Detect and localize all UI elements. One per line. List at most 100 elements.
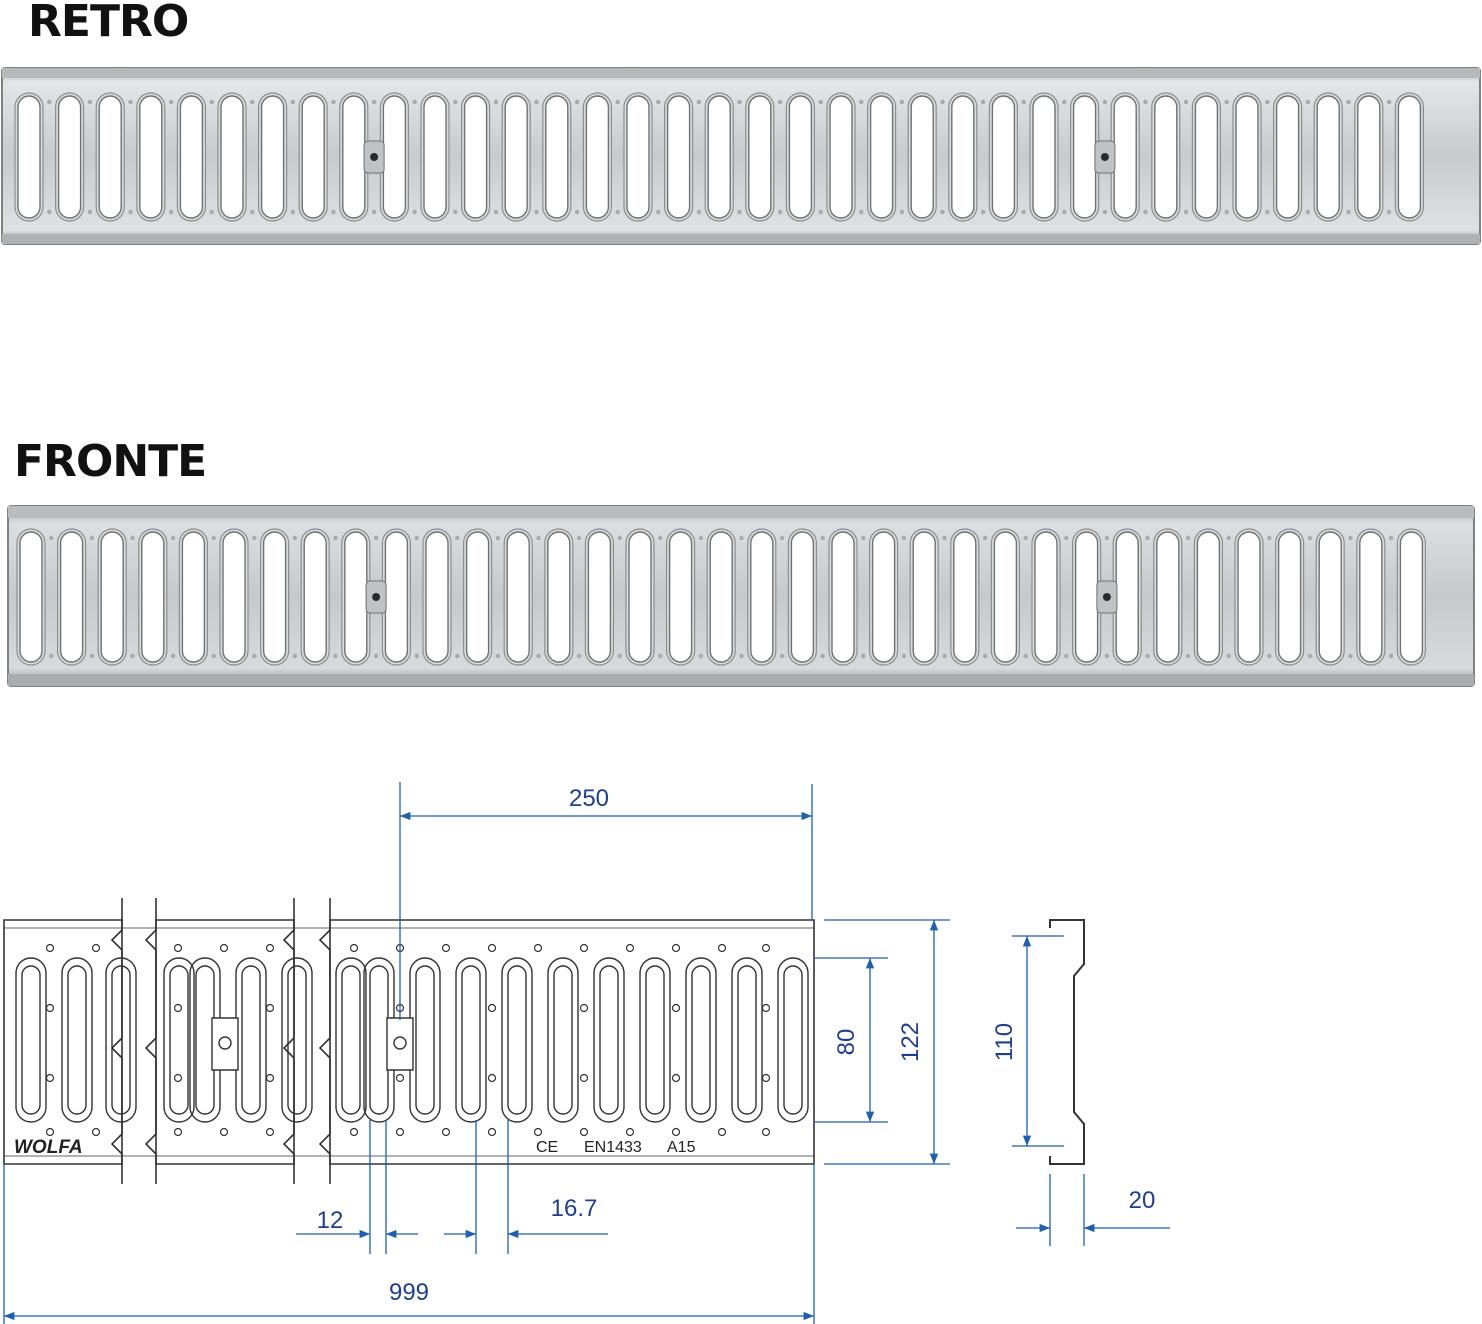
photo-rivet bbox=[1143, 209, 1148, 215]
photo-rivet bbox=[455, 535, 460, 541]
photo-rivet bbox=[536, 535, 541, 541]
photo-slot bbox=[19, 531, 43, 663]
photo-slot bbox=[1235, 95, 1259, 219]
photo-rivet bbox=[1062, 209, 1067, 215]
photo-rivet bbox=[290, 209, 296, 215]
photo-slot bbox=[1275, 95, 1300, 219]
photo-slot bbox=[100, 531, 124, 663]
photo-rivet bbox=[1064, 535, 1069, 541]
plan-hole bbox=[173, 1127, 183, 1137]
plan-hole bbox=[265, 1127, 275, 1137]
photo-slot bbox=[1318, 531, 1342, 663]
photo-rivet bbox=[901, 653, 907, 659]
photo-rivet bbox=[1265, 209, 1270, 215]
plan-hole bbox=[349, 943, 359, 953]
photo-rivet bbox=[211, 535, 216, 541]
photo-slot bbox=[463, 95, 488, 219]
plan-slot-outer bbox=[105, 957, 137, 1123]
plan-hole bbox=[579, 1003, 589, 1013]
photo-slot bbox=[344, 531, 368, 663]
photo-rivet bbox=[333, 653, 338, 659]
plan-slot-inner bbox=[369, 965, 389, 1115]
photo-rivet bbox=[901, 535, 907, 541]
photo-slot bbox=[181, 531, 206, 663]
plan-hole bbox=[671, 943, 681, 953]
photo-rivet bbox=[250, 99, 255, 105]
photo-rivet bbox=[942, 535, 947, 541]
photo-rivet bbox=[292, 535, 298, 541]
grating-plan-view bbox=[3, 898, 815, 1184]
photo-rivet bbox=[1062, 99, 1067, 105]
plan-slot-inner bbox=[111, 965, 131, 1115]
photo-rivet bbox=[737, 209, 742, 215]
photo-rivet bbox=[615, 209, 620, 215]
photo-rivet bbox=[49, 653, 54, 659]
photo-slot bbox=[384, 531, 409, 663]
plan-hole bbox=[441, 1127, 451, 1137]
photo-rivet bbox=[779, 535, 785, 541]
photo-slot bbox=[831, 531, 855, 663]
photo-rivet bbox=[412, 99, 417, 105]
plan-hole bbox=[487, 943, 497, 953]
plan-hole bbox=[487, 1073, 497, 1083]
photo-rivet bbox=[1267, 535, 1272, 541]
photo-slot bbox=[709, 531, 733, 663]
photo-rivet bbox=[574, 209, 580, 215]
photo-rivet bbox=[453, 209, 458, 215]
photo-rivet bbox=[820, 535, 825, 541]
dim-slot-width: 12 bbox=[317, 1207, 344, 1234]
photo-slot bbox=[1115, 531, 1139, 663]
plan-hole bbox=[761, 1127, 771, 1137]
plan-hole bbox=[173, 1073, 183, 1083]
photo-rivet bbox=[1145, 653, 1150, 659]
dim-bar-width: 16.7 bbox=[551, 1195, 598, 1222]
plan-slot-inner bbox=[169, 965, 189, 1115]
photo-slot bbox=[626, 95, 650, 219]
plan-hole bbox=[671, 1127, 681, 1137]
photo-rivet bbox=[250, 209, 255, 215]
plan-slot-inner bbox=[691, 965, 711, 1115]
photo-slot bbox=[1196, 531, 1221, 663]
photo-rivet bbox=[861, 535, 866, 541]
plan-slot-inner bbox=[737, 965, 757, 1115]
plan-slot-outer bbox=[409, 957, 441, 1123]
plan-hole bbox=[265, 943, 275, 953]
photo-rivet bbox=[859, 209, 864, 215]
plan-holes bbox=[45, 943, 771, 1137]
photo-rivet bbox=[737, 99, 742, 105]
photo-slot bbox=[139, 95, 163, 219]
photo-rivet bbox=[980, 209, 986, 215]
photo-rivet bbox=[209, 209, 214, 215]
plan-slot-inner bbox=[21, 965, 41, 1115]
plan-hole bbox=[717, 943, 727, 953]
dim-profile-height: 110 bbox=[991, 1023, 1018, 1061]
dim-total-length: 999 bbox=[389, 1279, 429, 1306]
photo-slot bbox=[668, 531, 693, 663]
photo-rivet bbox=[1348, 653, 1353, 659]
photo-rivet bbox=[576, 535, 582, 541]
fronte-heading: FRONTE bbox=[14, 436, 207, 487]
plan-hole bbox=[717, 1127, 727, 1137]
plan-hole bbox=[45, 1127, 55, 1137]
plan-slot-outer bbox=[235, 957, 267, 1123]
plan-hole bbox=[173, 1003, 183, 1013]
photo-rivet bbox=[1102, 99, 1108, 105]
photo-rivet bbox=[576, 653, 582, 659]
photo-rivet bbox=[414, 653, 419, 659]
plan-slot-inner bbox=[461, 965, 481, 1115]
photo-rivet bbox=[982, 653, 988, 659]
photo-rivet bbox=[982, 535, 988, 541]
plan-hole bbox=[265, 1003, 275, 1013]
plan-slot-outer bbox=[777, 957, 809, 1123]
photo-rivet bbox=[658, 535, 663, 541]
photo-rivet bbox=[615, 99, 620, 105]
photo-rivet bbox=[818, 99, 823, 105]
photo-slot bbox=[910, 95, 934, 219]
photo-slot bbox=[1194, 95, 1219, 219]
photo-slot bbox=[790, 531, 815, 663]
photo-rivet bbox=[1185, 653, 1191, 659]
photo-slot bbox=[17, 95, 41, 219]
photo-rivet bbox=[534, 209, 539, 215]
photo-rivet bbox=[128, 99, 133, 105]
photo-slot bbox=[425, 531, 449, 663]
